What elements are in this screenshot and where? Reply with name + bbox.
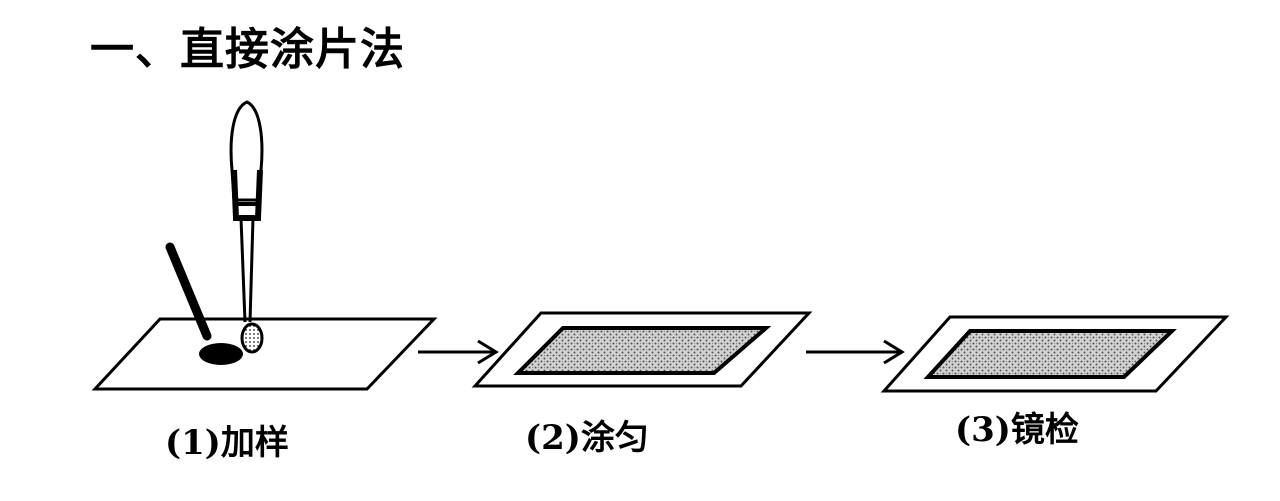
sample-drop-icon [199,343,243,365]
arrow-right-icon [806,339,905,365]
step-label-3: (3)镜检 [955,410,1079,450]
step-label-2: (2)涂匀 [525,418,649,458]
slide-step-2 [471,311,813,388]
slide-step-1 [91,317,438,391]
arrow-right-icon [418,339,499,365]
applicator-stick-icon [165,242,212,341]
dropper-icon [229,100,264,354]
page-title: 一、直接涂片法 [90,24,405,75]
slide-step-3 [880,315,1230,393]
step-label-1: (1)加样 [165,423,289,463]
